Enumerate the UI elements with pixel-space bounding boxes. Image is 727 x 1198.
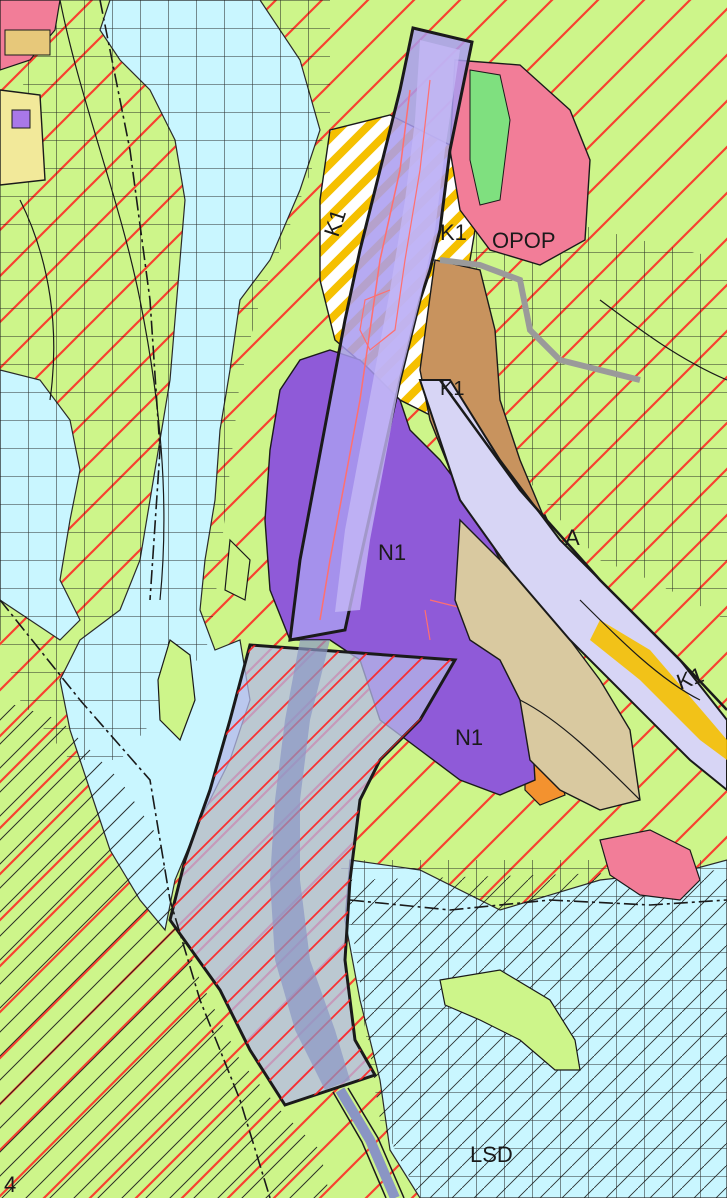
railway-line <box>438 379 727 711</box>
label-n1-middle: N1 <box>378 540 406 565</box>
road-south-edge <box>332 1087 405 1198</box>
boundary-line-3 <box>99 0 161 601</box>
contour-lines <box>19 0 727 801</box>
corridor-lower-redhatch <box>170 645 455 1105</box>
residential-block <box>4 29 51 56</box>
label-opop: OPOP <box>492 228 556 253</box>
island-1 <box>439 969 581 1071</box>
grid-overlay-upper <box>0 0 330 760</box>
public-area-bottomright <box>599 829 701 901</box>
label-k1-upper-right: K1 <box>440 220 467 245</box>
label-lsd: LSD <box>470 1142 513 1167</box>
grid-overlay-right <box>470 220 727 620</box>
diag-overlay-left <box>0 700 330 1198</box>
label-n1-lower: N1 <box>455 725 483 750</box>
island-3 <box>157 639 196 742</box>
label-4: 4 <box>4 1172 16 1197</box>
label-a: A <box>565 525 580 550</box>
corridor-inner-light <box>335 40 460 612</box>
residential-area <box>0 89 46 186</box>
boundary-line-2 <box>349 899 727 911</box>
corridor-lower-road <box>270 640 350 1090</box>
boundary-line-1 <box>0 599 271 1198</box>
corridor-road-line <box>319 89 411 621</box>
green-strip-top <box>469 69 511 206</box>
road-south <box>335 1087 400 1198</box>
corridor-road-line-2 <box>359 79 431 351</box>
gray-access-road <box>439 257 641 383</box>
railway-yellow-edge <box>590 620 727 760</box>
label-k1-small: K1 <box>440 378 464 400</box>
purple-block-topleft <box>11 109 31 129</box>
island-2 <box>224 538 251 601</box>
